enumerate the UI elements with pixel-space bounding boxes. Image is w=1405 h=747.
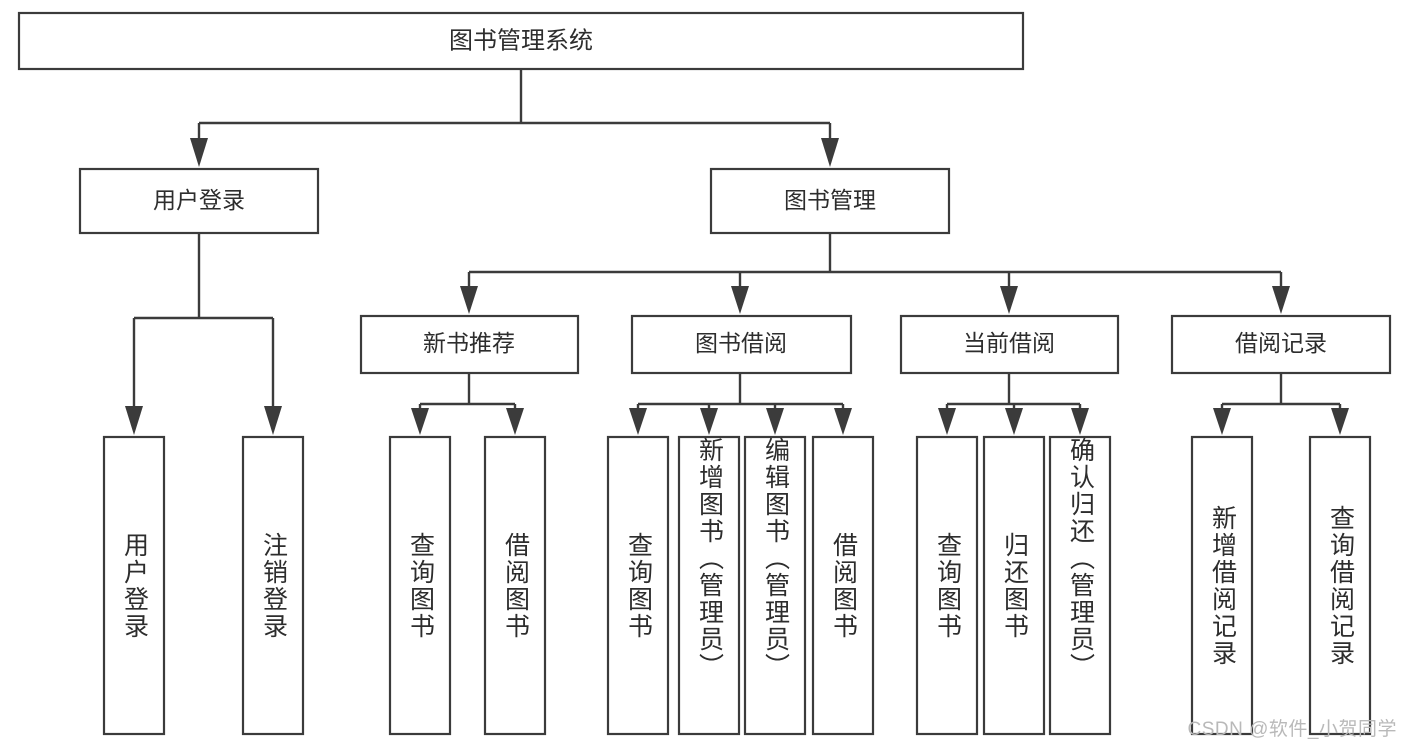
node-current-borrow[interactable]: 当前借阅 xyxy=(899,314,1120,375)
connectors-user-login-to-leaves xyxy=(125,233,282,435)
node-book-borrow-label: 图书借阅 xyxy=(695,330,787,356)
arrowhead-current-borrow xyxy=(1000,286,1018,314)
leaf-box-bb-query-book[interactable] xyxy=(606,435,670,736)
arrowhead-cb-query-book xyxy=(938,408,956,435)
leaf-box-bb-edit-book[interactable] xyxy=(743,435,807,736)
node-book-borrow[interactable]: 图书借阅 xyxy=(630,314,853,375)
arrowhead-new-book-rec xyxy=(460,286,478,314)
arrowhead-borrow-record xyxy=(1272,286,1290,314)
arrowhead-leaf-logout xyxy=(264,406,282,435)
node-new-book-recommend-box[interactable] xyxy=(359,314,580,375)
node-new-book-recommend-label: 新书推荐 xyxy=(423,330,515,356)
leaf-box-br-query-record[interactable] xyxy=(1308,435,1372,736)
leaf-box-user-login[interactable] xyxy=(102,435,166,736)
arrowhead-leaf-user-login xyxy=(125,406,143,435)
leaf-box-nbr-borrow-book[interactable] xyxy=(483,435,547,736)
watermark-text: CSDN @软件_小贺同学 xyxy=(1187,719,1397,740)
node-book-management-box[interactable] xyxy=(709,167,951,235)
node-user-login-label: 用户登录 xyxy=(153,187,245,213)
node-borrow-record-label: 借阅记录 xyxy=(1235,330,1327,356)
arrowhead-bb-query-book xyxy=(629,408,647,435)
connectors-book-borrow-to-leaves xyxy=(629,373,852,435)
leaf-box-br-add-record[interactable] xyxy=(1190,435,1254,736)
connectors-current-borrow-to-leaves xyxy=(938,373,1089,435)
arrowhead-bb-edit-book xyxy=(766,408,784,435)
leaf-box-cb-confirm-return[interactable] xyxy=(1048,435,1112,736)
arrowhead-nbr-query-book xyxy=(411,408,429,435)
leaf-box-logout[interactable] xyxy=(241,435,305,736)
node-book-management[interactable]: 图书管理 xyxy=(709,167,951,235)
leaf-boxes xyxy=(102,435,1372,736)
arrowhead-bb-add-book xyxy=(700,408,718,435)
node-user-login[interactable]: 用户登录 xyxy=(78,167,320,235)
arrowhead-cb-confirm-return xyxy=(1071,408,1089,435)
leaf-box-nbr-query-book[interactable] xyxy=(388,435,452,736)
node-new-book-recommend[interactable]: 新书推荐 xyxy=(359,314,580,375)
node-user-login-box[interactable] xyxy=(78,167,320,235)
arrowhead-cb-return-book xyxy=(1005,408,1023,435)
node-root-box[interactable] xyxy=(17,11,1025,71)
arrowhead-book-mgmt xyxy=(821,138,839,167)
arrowhead-nbr-borrow-book xyxy=(506,408,524,435)
connectors-root-to-level2 xyxy=(190,69,839,167)
leaf-box-bb-borrow-book[interactable] xyxy=(811,435,875,736)
connectors-new-book-rec-to-leaves xyxy=(411,373,524,435)
connectors-borrow-record-to-leaves xyxy=(1213,373,1349,435)
node-book-borrow-box[interactable] xyxy=(630,314,853,375)
arrowhead-bb-borrow-book xyxy=(834,408,852,435)
node-root[interactable]: 图书管理系统 xyxy=(17,11,1025,71)
arrowhead-br-query-record xyxy=(1331,408,1349,435)
node-borrow-record[interactable]: 借阅记录 xyxy=(1170,314,1392,375)
leaf-box-bb-add-book[interactable] xyxy=(677,435,741,736)
node-root-label: 图书管理系统 xyxy=(449,27,593,54)
node-borrow-record-box[interactable] xyxy=(1170,314,1392,375)
node-current-borrow-label: 当前借阅 xyxy=(963,330,1055,356)
arrowhead-book-borrow xyxy=(731,286,749,314)
leaf-box-cb-query-book[interactable] xyxy=(915,435,979,736)
arrowhead-br-add-record xyxy=(1213,408,1231,435)
node-book-management-label: 图书管理 xyxy=(784,187,876,213)
node-current-borrow-box[interactable] xyxy=(899,314,1120,375)
leaf-box-cb-return-book[interactable] xyxy=(982,435,1046,736)
arrowhead-user-login xyxy=(190,138,208,167)
connectors-book-mgmt-to-level3 xyxy=(460,233,1290,314)
